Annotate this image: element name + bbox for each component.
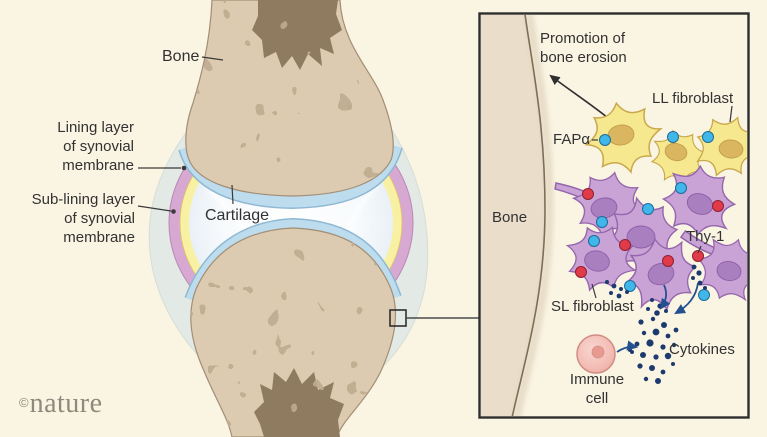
inset-panel: [478, 12, 750, 419]
bone-leader: [201, 56, 224, 61]
bone-top: [185, 0, 394, 197]
cartilage-leader: [231, 184, 234, 205]
lining-layer-label: Lining layer of synovial membrane: [57, 119, 134, 174]
copyright-symbol: ©: [19, 395, 29, 410]
ll-fibroblast-label: LL fibroblast: [652, 90, 734, 107]
ll-fibroblast-leader: [729, 105, 733, 123]
immune-cell: [576, 334, 616, 374]
inset-bone: [481, 15, 554, 416]
bone-erosion-arrow: [549, 74, 609, 119]
cartilage-label: Cartilage: [205, 207, 270, 224]
bone-label: Bone: [162, 48, 200, 65]
inset-leader-lines: [591, 105, 733, 299]
cytokine-arrow-right: [674, 282, 699, 315]
cytokine-arrows: [616, 282, 699, 353]
immune-cell-nucleus: [591, 345, 605, 359]
cytokine-arrow-left: [659, 284, 671, 310]
thy1-label: Thy-1: [686, 228, 725, 245]
immune-cell-label: Immune cell: [569, 371, 625, 407]
sl-fibroblast-leader: [591, 283, 597, 299]
sublining-leader-dot: [171, 209, 176, 214]
fapa-markers: [588, 131, 714, 301]
leader-lines: [137, 56, 234, 212]
joint-diagram: [137, 0, 479, 437]
sl-fibroblast-nuclei: [584, 193, 742, 286]
nature-wordmark: nature: [29, 388, 103, 419]
inset-bone-edge: [511, 15, 546, 416]
immune-cell-arrow: [616, 340, 639, 353]
sl-fibroblast-label: SL fibroblast: [551, 298, 634, 315]
fapa-label: FAPα: [553, 131, 591, 148]
nature-logo: ©nature: [19, 388, 103, 420]
thy1-markers: [575, 188, 724, 278]
cytokines-label: Cytokines: [669, 341, 735, 358]
thy1-leader: [697, 245, 702, 254]
cytokine-dots: [605, 264, 707, 384]
sublining-layer-label: Sub-lining layer of synovial membrane: [31, 191, 135, 246]
sublining-leader: [137, 205, 172, 212]
promotion-of-bone-erosion-label: Promotion of bone erosion: [540, 30, 627, 66]
bone-bottom: [190, 227, 397, 437]
lining-leader-dot: [181, 165, 187, 171]
inset-bone-label: Bone: [492, 209, 528, 226]
